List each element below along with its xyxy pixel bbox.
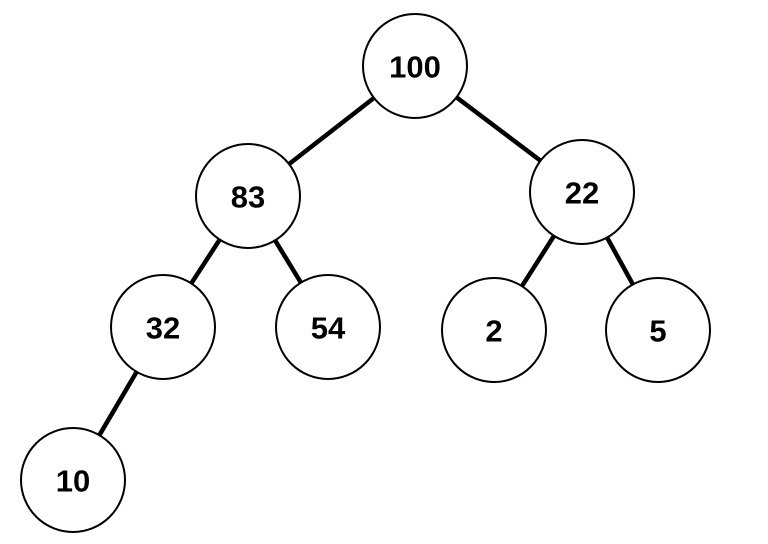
tree-node-label: 22 [565, 176, 599, 211]
tree-node: 5 [605, 277, 711, 383]
tree-node-label: 100 [389, 50, 441, 85]
tree-node-circle [362, 13, 468, 119]
tree-node: 22 [529, 139, 635, 245]
tree-node-circle [529, 139, 635, 245]
tree-node-label: 5 [649, 314, 666, 349]
tree-node-circle [441, 277, 547, 383]
tree-node-label: 83 [231, 180, 265, 215]
tree-node: 100 [362, 13, 468, 119]
tree-node-circle [20, 427, 126, 533]
tree-node: 2 [441, 277, 547, 383]
tree-node: 83 [195, 143, 301, 249]
tree-node-label: 32 [146, 311, 180, 346]
tree-node-label: 2 [485, 314, 502, 349]
tree-node-circle [275, 274, 381, 380]
tree-node-label: 54 [311, 311, 346, 346]
tree-node: 32 [110, 274, 216, 380]
tree-node-circle [195, 143, 301, 249]
tree-node-label: 10 [56, 464, 90, 499]
tree-node: 54 [275, 274, 381, 380]
tree-node-circle [110, 274, 216, 380]
tree-node-circle [605, 277, 711, 383]
tree-node: 10 [20, 427, 126, 533]
